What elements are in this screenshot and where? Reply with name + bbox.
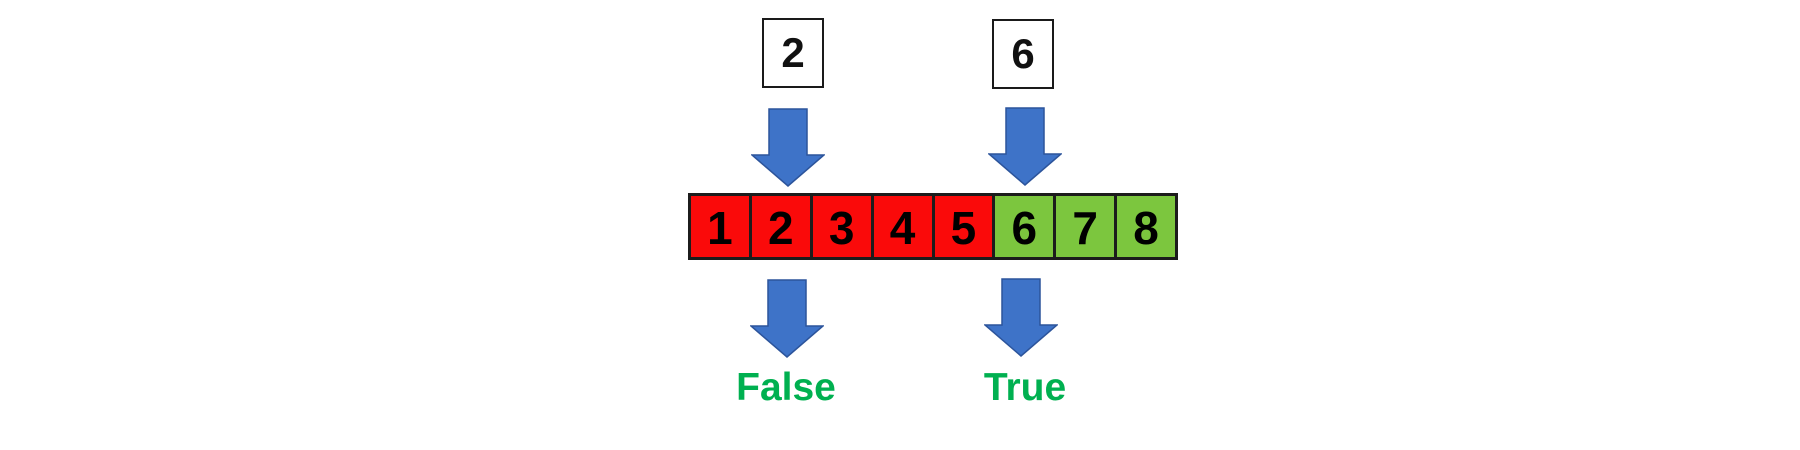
down-arrow-icon xyxy=(751,108,825,187)
array-cell: 4 xyxy=(873,196,935,257)
array-cell-value: 3 xyxy=(828,201,855,254)
array-cell: 2 xyxy=(751,196,813,257)
array-cell: 3 xyxy=(812,196,874,257)
down-arrow-icon xyxy=(988,107,1062,186)
array-cell: 1 xyxy=(691,196,752,257)
array-cell-value: 4 xyxy=(889,201,916,254)
array-strip: 1 2 3 4 5 6 7 8 xyxy=(688,193,1178,260)
array-cell: 8 xyxy=(1117,196,1175,257)
array-cell: 6 xyxy=(995,196,1057,257)
array-cell: 5 xyxy=(934,196,996,257)
down-arrow-icon xyxy=(750,279,824,358)
query-value: 2 xyxy=(781,29,805,76)
array-cell-value: 6 xyxy=(1011,201,1038,254)
array-cell: 7 xyxy=(1056,196,1118,257)
array-cell-value: 7 xyxy=(1072,201,1098,254)
result-label-false: False xyxy=(736,366,836,409)
array-cell-value: 5 xyxy=(950,201,977,254)
result-label-true: True xyxy=(983,366,1067,409)
query-value-box: 2 xyxy=(762,18,824,88)
query-value: 6 xyxy=(1011,30,1035,77)
array-cell-value: 2 xyxy=(768,201,794,254)
query-value-box: 6 xyxy=(992,19,1054,89)
array-cell-value: 8 xyxy=(1133,201,1159,254)
down-arrow-icon xyxy=(984,278,1058,357)
array-cell-value: 1 xyxy=(707,201,733,254)
